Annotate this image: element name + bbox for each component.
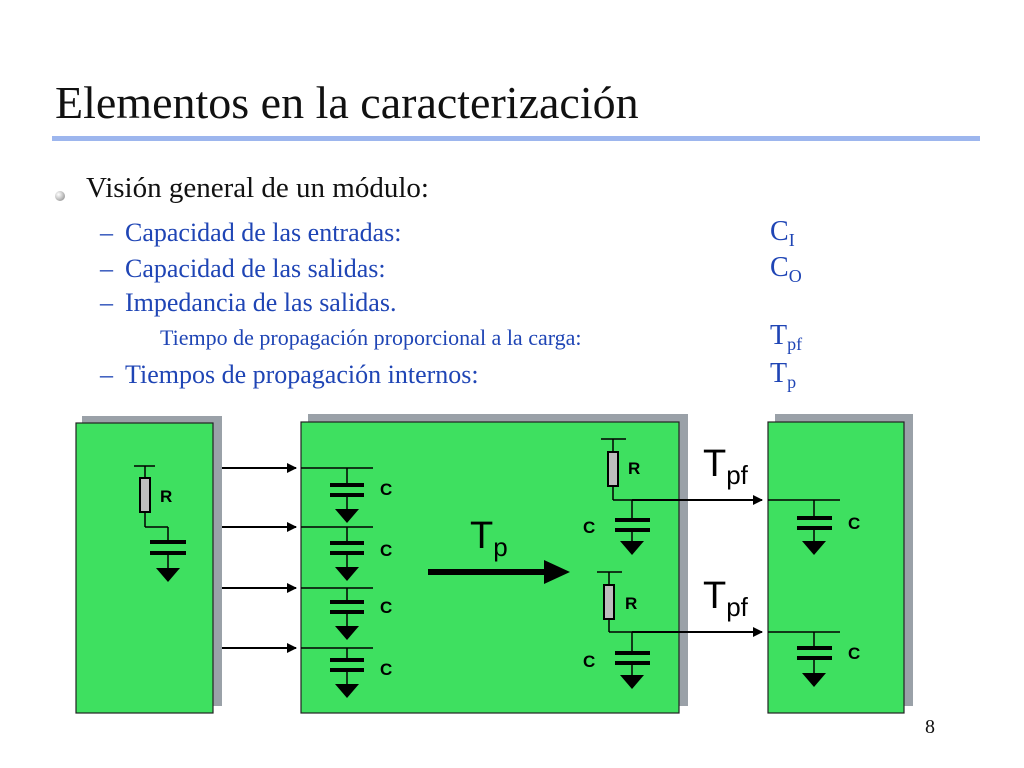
dash-icon: – <box>100 218 113 247</box>
item-text: Capacidad de las salidas: <box>125 254 386 283</box>
capacitor-icon <box>615 518 650 555</box>
center-output-stage-2 <box>597 571 650 689</box>
output-arrows <box>632 495 763 637</box>
center-input-capacitors <box>301 467 373 698</box>
resistor-icon <box>607 451 619 487</box>
item-output-capacitance: –Capacidad de las salidas: <box>100 254 386 284</box>
center-output-stage-1 <box>601 438 650 555</box>
resistor-label-out1: R <box>628 459 640 478</box>
cap-label-load1: C <box>848 514 860 533</box>
input-cap-2 <box>301 526 373 581</box>
internal-propagation-arrow <box>428 560 570 584</box>
capacitor-icon <box>615 651 650 689</box>
input-arrows <box>222 463 297 653</box>
label-tpf-2: Tpf <box>703 575 749 622</box>
module-left <box>75 416 222 714</box>
symbol-tpf: Tpf <box>770 320 803 354</box>
cap-label-in2: C <box>380 541 392 560</box>
resistor-icon <box>139 477 151 513</box>
bullet-text: Visión general de un módulo: <box>86 172 429 204</box>
item-load-propagation: Tiempo de propagación proporcional a la … <box>160 325 582 350</box>
label-tp: Tp <box>470 515 508 562</box>
cap-label-in3: C <box>380 598 392 617</box>
symbol-tp: Tp <box>770 358 797 392</box>
slide-title: Elementos en la caracterización <box>55 77 639 128</box>
dash-icon: – <box>100 288 113 317</box>
dash-icon: – <box>100 254 113 283</box>
dash-icon: – <box>100 360 113 389</box>
input-cap-1 <box>301 467 373 523</box>
title-underline <box>52 136 980 141</box>
cap-label-in4: C <box>380 660 392 679</box>
load-cap-1 <box>768 499 840 555</box>
item-output-impedance: –Impedancia de las salidas. <box>100 288 396 318</box>
module-right <box>767 414 913 714</box>
bullet-icon <box>55 191 65 201</box>
cap-label-load2: C <box>848 644 860 663</box>
cap-label-out2: C <box>583 652 595 671</box>
input-cap-3 <box>301 587 373 640</box>
capacitor-icon <box>150 540 186 582</box>
item-internal-propagation: –Tiempos de propagación internos: <box>100 360 479 390</box>
cap-label-out1: C <box>583 518 595 537</box>
label-tpf-1: Tpf <box>703 443 749 490</box>
item-input-capacitance: –Capacidad de las entradas: <box>100 218 402 248</box>
item-text: Capacidad de las entradas: <box>125 218 402 247</box>
resistor-label-out2: R <box>625 594 637 613</box>
resistor-label-left: R <box>160 487 172 506</box>
input-cap-4 <box>301 647 373 698</box>
resistor-icon <box>603 584 615 620</box>
item-text: Tiempos de propagación internos: <box>125 360 479 389</box>
symbol-ci: CI <box>770 216 795 250</box>
cap-label-in1: C <box>380 480 392 499</box>
left-output-stage <box>134 465 186 582</box>
page-number: 8 <box>925 716 935 738</box>
right-load-capacitors <box>768 499 840 687</box>
symbol-co: CO <box>770 252 802 286</box>
item-text: Impedancia de las salidas. <box>125 288 397 317</box>
load-cap-2 <box>768 631 840 687</box>
